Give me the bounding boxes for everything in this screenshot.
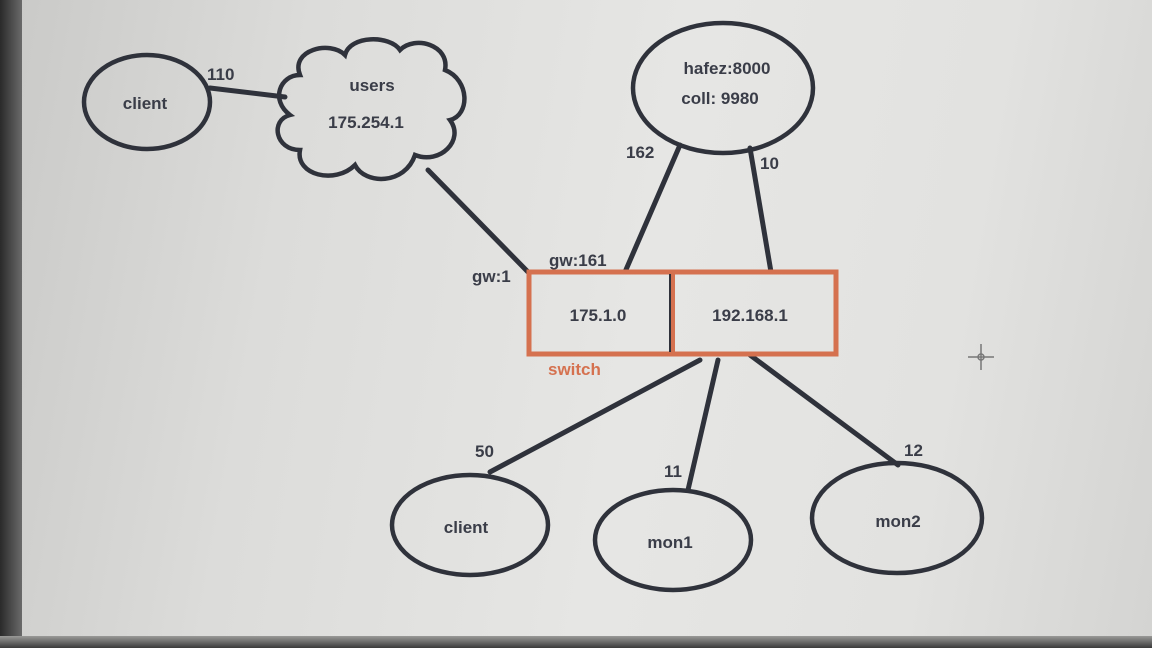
edge-hafez-switch-10 xyxy=(747,145,774,275)
edge-label-gw161: gw:161 xyxy=(549,251,607,270)
client-top-node xyxy=(81,52,213,152)
hafez-port-label: hafez:8000 xyxy=(684,59,771,78)
users-label: users xyxy=(349,76,394,95)
edge-label-110: 110 xyxy=(207,65,234,84)
edge-hafez-switch-162 xyxy=(622,142,683,275)
users-cloud-node xyxy=(275,37,467,182)
edge-label-12: 12 xyxy=(904,441,923,460)
edge-users-switch xyxy=(425,167,531,275)
client-bottom-label: client xyxy=(444,518,489,537)
mon2-node xyxy=(809,460,985,576)
edge-switch-mon2 xyxy=(747,352,901,468)
edge-label-11: 11 xyxy=(664,462,682,481)
coll-port-label: coll: 9980 xyxy=(681,89,759,108)
mon1-label: mon1 xyxy=(647,533,692,552)
client-bottom-node xyxy=(389,472,551,578)
mon1-node xyxy=(592,487,754,593)
edge-label-162: 162 xyxy=(626,143,654,162)
edge-client-users xyxy=(207,85,288,100)
crosshair-cursor-icon xyxy=(968,344,994,370)
switch-right-subnet: 192.168.1 xyxy=(712,306,788,325)
edge-switch-client xyxy=(487,357,703,475)
switch-label: switch xyxy=(548,360,601,379)
monitor-bezel xyxy=(0,0,22,648)
switch-box xyxy=(526,269,839,357)
edge-label-10: 10 xyxy=(760,154,779,173)
mon2-label: mon2 xyxy=(875,512,920,531)
client-top-label: client xyxy=(123,94,168,113)
edge-label-gw1: gw:1 xyxy=(472,267,511,286)
edge-label-50: 50 xyxy=(475,442,494,461)
monitor-bezel-bottom xyxy=(0,636,1152,648)
switch-left-subnet: 175.1.0 xyxy=(570,306,627,325)
edge-switch-mon1 xyxy=(685,357,721,493)
users-subnet-label: 175.254.1 xyxy=(328,113,404,132)
hafez-node xyxy=(630,20,816,156)
